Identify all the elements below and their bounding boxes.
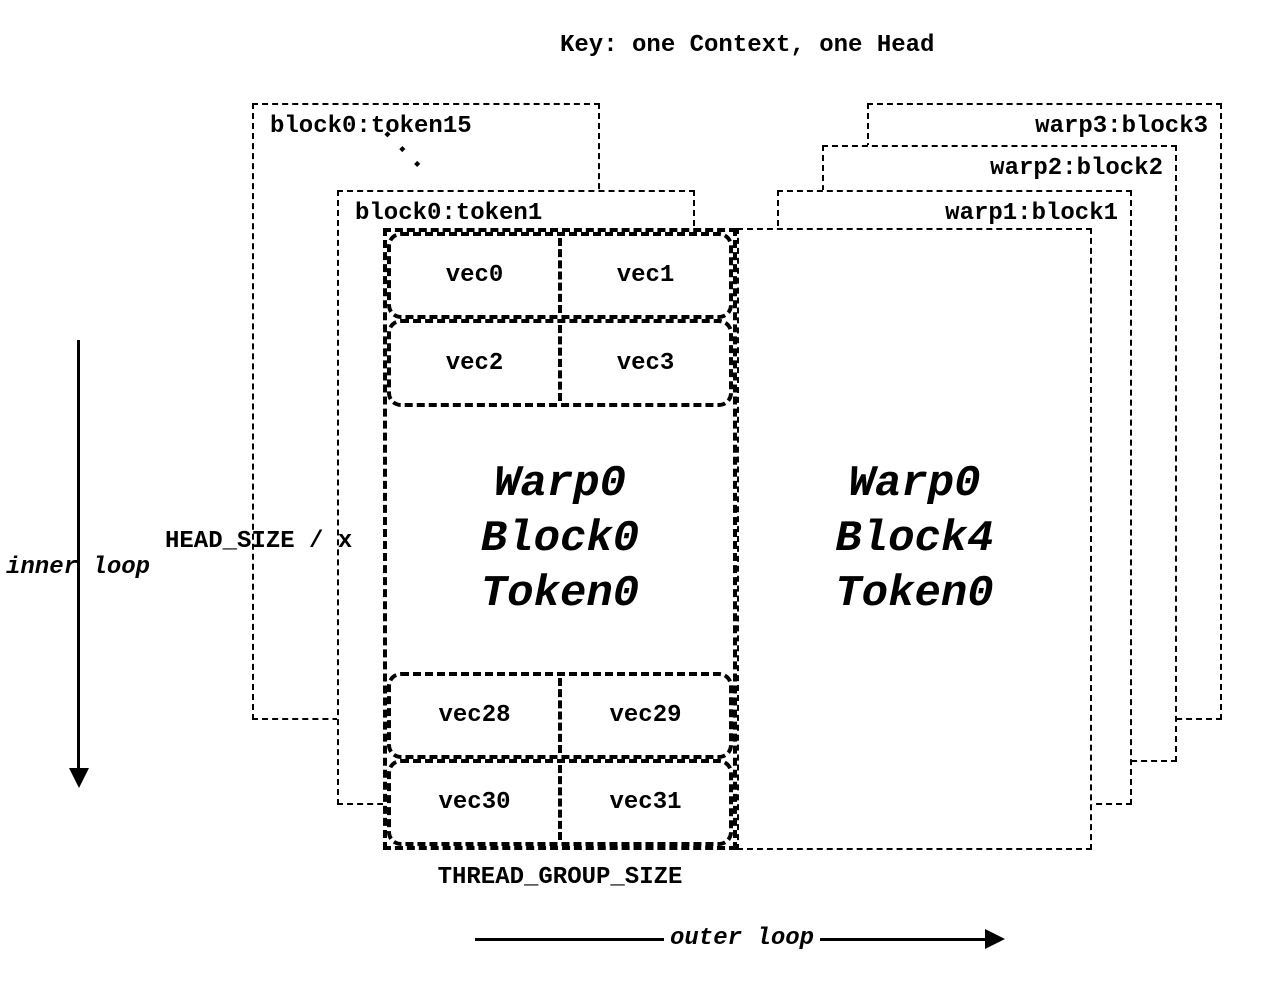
warp0-block0-line-token: Token0 bbox=[480, 569, 640, 619]
vec-group-2-3: vec2 vec3 bbox=[387, 319, 733, 407]
warp0-block4-box: Warp0 Block4 Token0 bbox=[737, 228, 1092, 850]
warp0-block0-line-warp: Warp0 bbox=[493, 459, 627, 509]
vec-divider bbox=[558, 678, 562, 753]
key-block0-token1-label: block0:token1 bbox=[355, 200, 543, 227]
vec-divider bbox=[558, 765, 562, 840]
vec3-cell: vec3 bbox=[616, 349, 675, 377]
warp0-block0-line-block: Block0 bbox=[480, 514, 640, 564]
inner-loop-arrowhead-icon bbox=[69, 768, 89, 788]
thread-group-size-label: THREAD_GROUP_SIZE bbox=[437, 864, 683, 891]
warp0-block4-line-token: Token0 bbox=[835, 569, 994, 619]
warp0-block4-line-block: Block4 bbox=[835, 514, 994, 564]
vec28-cell: vec28 bbox=[438, 702, 511, 729]
vec-group-0-1: vec0 vec1 bbox=[387, 232, 733, 319]
vec30-cell: vec30 bbox=[438, 789, 511, 816]
inner-loop-arrow bbox=[77, 340, 80, 770]
outer-loop-arrowhead-icon bbox=[985, 929, 1005, 949]
key-block0-token15-label: block0:token15 bbox=[270, 113, 472, 140]
warp0-block0-box: vec0 vec1 vec2 vec3 Warp0 Block0 Token0 … bbox=[383, 228, 737, 850]
vec-divider bbox=[558, 238, 562, 313]
warp2-block2-label: warp2:block2 bbox=[990, 155, 1163, 182]
vec2-cell: vec2 bbox=[445, 349, 504, 377]
vec31-cell: vec31 bbox=[609, 789, 682, 816]
diagram-title: Key: one Context, one Head bbox=[560, 32, 935, 59]
outer-loop-label: outer loop bbox=[664, 925, 821, 952]
vec-divider bbox=[558, 325, 562, 401]
head-size-label: HEAD_SIZE / x bbox=[165, 528, 353, 555]
warp1-block1-label: warp1:block1 bbox=[945, 200, 1118, 227]
vec-group-30-31: vec30 vec31 bbox=[387, 759, 733, 846]
warp3-block3-label: warp3:block3 bbox=[1035, 113, 1208, 140]
vec-group-28-29: vec28 vec29 bbox=[387, 672, 733, 759]
vec1-cell: vec1 bbox=[616, 262, 675, 289]
warp0-block4-line-warp: Warp0 bbox=[848, 459, 981, 509]
warp0-block4-title: Warp0 Block4 Token0 bbox=[739, 457, 1090, 622]
warp0-block0-title: Warp0 Block0 Token0 bbox=[387, 457, 733, 622]
vec0-cell: vec0 bbox=[445, 262, 504, 289]
vec29-cell: vec29 bbox=[609, 702, 682, 729]
